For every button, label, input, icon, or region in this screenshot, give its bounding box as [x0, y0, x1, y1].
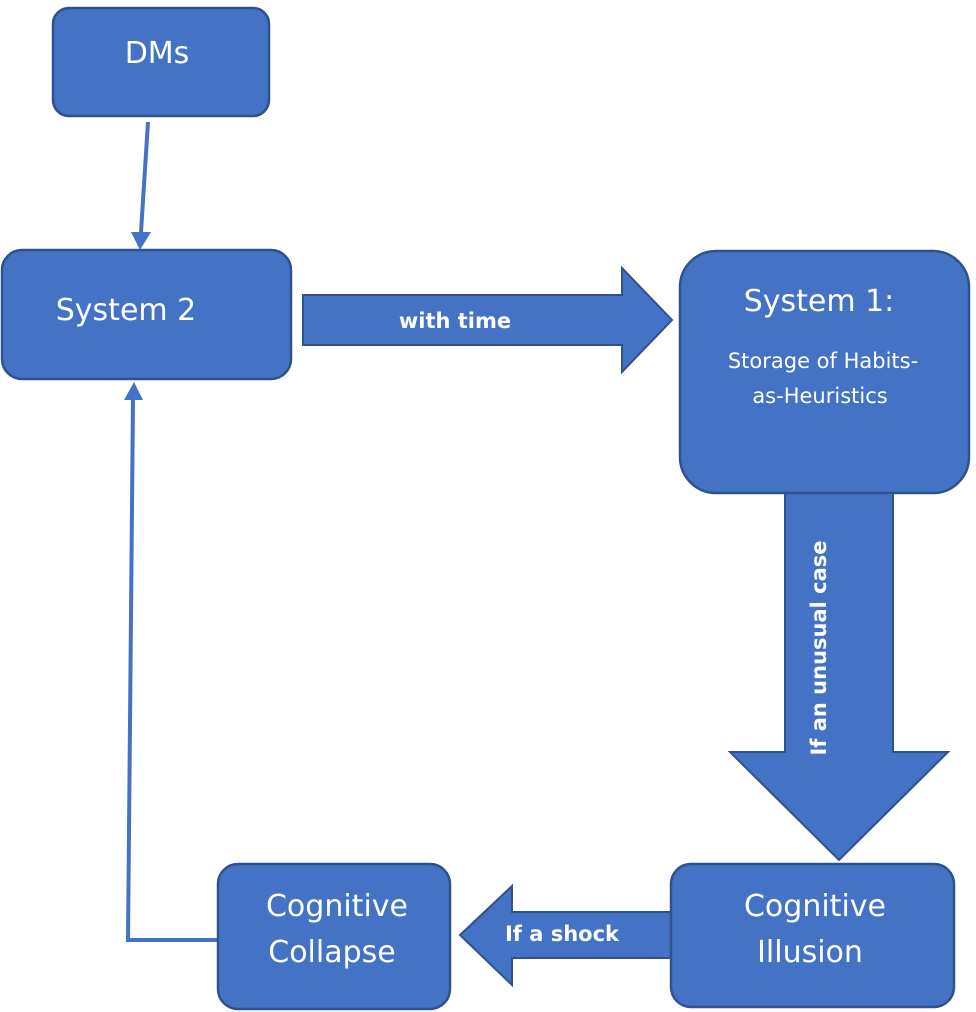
arrow-unusual-case: If an unusual case — [727, 491, 951, 862]
arrow-label-shock: If a shock — [505, 922, 620, 946]
connector-collapse-to-system2 — [124, 382, 218, 942]
node-cognitive-collapse-line1: Cognitive — [266, 889, 408, 924]
arrow-label-with-time: with time — [399, 309, 511, 333]
node-cognitive-collapse-line2: Collapse — [268, 935, 396, 970]
node-dms-label: DMs — [125, 36, 190, 71]
connector-dms-to-system2 — [131, 121, 151, 250]
node-cognitive-illusion: Cognitive Illusion — [669, 862, 956, 1009]
node-cognitive-collapse: Cognitive Collapse — [216, 862, 452, 1011]
node-dms: DMs — [51, 6, 271, 118]
node-system1-line2: as-Heuristics — [752, 384, 887, 408]
arrow-label-unusual-case: If an unusual case — [807, 540, 831, 755]
node-cognitive-illusion-line2: Illusion — [757, 935, 863, 970]
node-system1: System 1: Storage of Habits- as-Heuristi… — [678, 249, 971, 495]
node-cognitive-illusion-line1: Cognitive — [744, 889, 886, 924]
arrow-with-time: with time — [302, 265, 674, 375]
node-system1-title: System 1: — [744, 284, 895, 319]
node-system2: System 2 — [0, 248, 293, 381]
arrow-shock: If a shock — [458, 883, 673, 988]
node-system2-label: System 2 — [56, 293, 197, 328]
node-system1-line1: Storage of Habits- — [728, 349, 918, 373]
